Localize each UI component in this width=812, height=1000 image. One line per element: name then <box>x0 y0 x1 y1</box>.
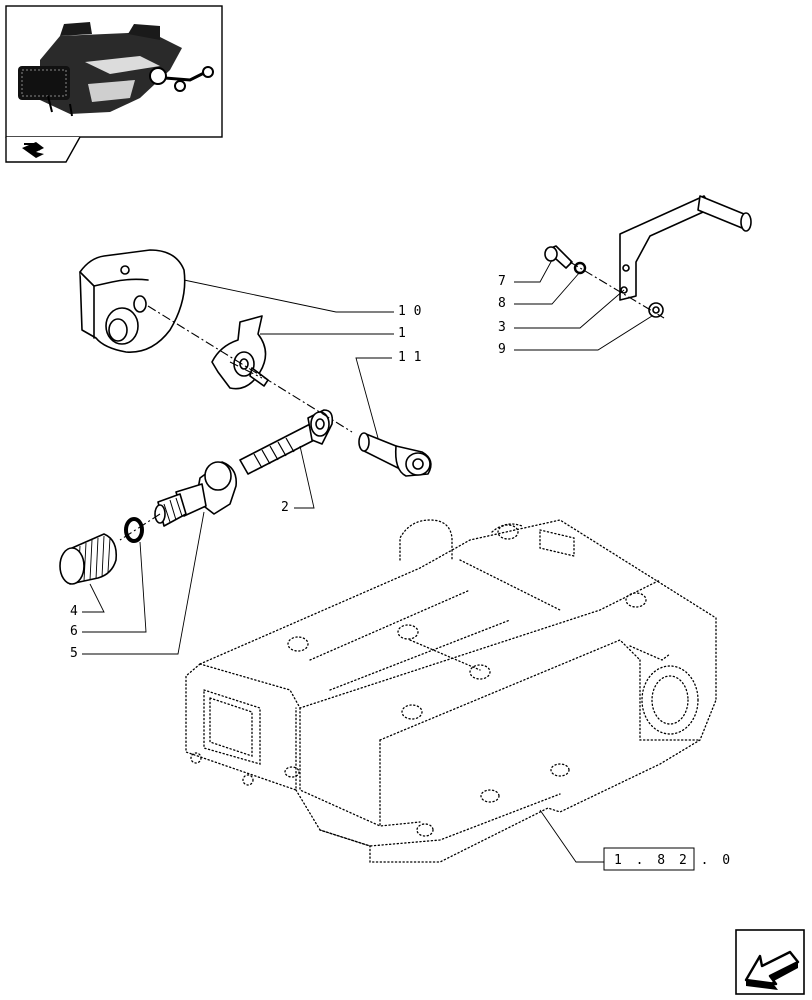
assembly-axes <box>119 261 665 541</box>
lever-arm <box>619 195 752 301</box>
part-11-shoulder-bolt <box>358 432 432 477</box>
lift-housing-outline <box>185 519 717 863</box>
callout-5: 5 <box>70 646 78 661</box>
part-2-screw <box>239 409 334 475</box>
callout-10: 1 0 <box>398 304 421 319</box>
leader-lines <box>82 259 653 863</box>
lift-housing-thumbnail-icon[interactable] <box>5 5 223 163</box>
reference-label: 1 . 8 2 . 0 <box>614 853 733 868</box>
callout-7: 7 <box>498 274 506 289</box>
part-1-lever-plate <box>211 315 269 390</box>
callout-1: 1 <box>398 326 406 341</box>
reference-link-1-82-0[interactable]: 1 . 8 2 . 0 <box>603 847 733 871</box>
callout-2: 2 <box>281 500 289 515</box>
callout-9: 9 <box>498 342 506 357</box>
callout-8: 8 <box>498 296 506 311</box>
part-6-o-ring <box>124 517 144 543</box>
part-5-adjuster-body <box>154 461 238 527</box>
part-4-knurled-knob <box>59 533 118 585</box>
part-8-washer <box>573 261 587 275</box>
part-9-nut <box>648 302 664 318</box>
callout-4: 4 <box>70 604 78 619</box>
return-arrow-icon[interactable] <box>22 142 44 158</box>
callout-labels: 1 0 1 1 1 2 7 8 3 9 4 6 5 <box>70 274 506 661</box>
next-page-arrow-icon[interactable] <box>735 929 805 995</box>
callout-3: 3 <box>498 320 506 335</box>
callout-6: 6 <box>70 624 78 639</box>
part-10-cam-bracket <box>79 249 186 353</box>
callout-11: 1 1 <box>398 350 421 365</box>
